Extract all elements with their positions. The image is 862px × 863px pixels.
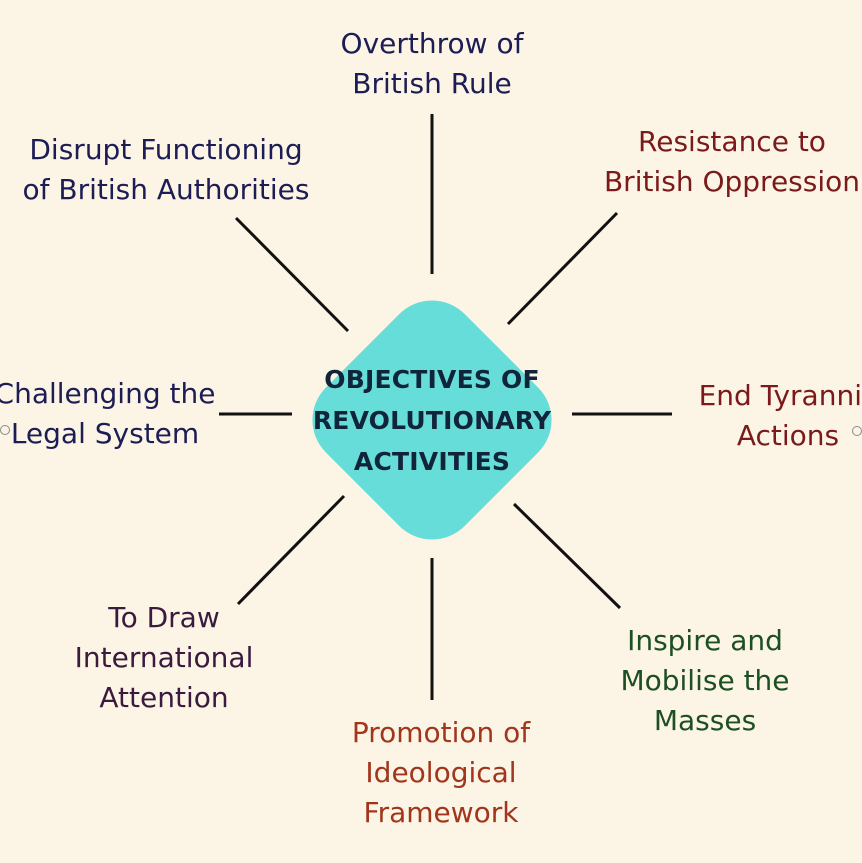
objective-bottom-right-line-1: Inspire and [627,624,783,657]
connector-bottom-left [236,494,346,606]
objective-right-line-2: Actions [736,419,840,452]
objective-right: End Tyrannic Actions [678,376,862,456]
objective-top-line-1: Overthrow of [340,27,524,60]
objective-bottom-right-line-3: Masses [653,704,757,737]
objective-bottom-left-line-3: Attention [99,681,229,714]
objective-bottom-line-3: Framework [363,796,519,829]
objective-top-right-line-1: Resistance to [638,125,826,158]
objective-right-line-1: End Tyrannic [698,379,862,412]
objective-top: Overthrow of British Rule [312,24,552,104]
connector-bottom-right [512,502,622,610]
objective-left: Challenging the Legal System [0,374,230,454]
left-edge-dot-icon [0,425,10,435]
central-topic-line-3: ACTIVITIES [353,446,511,476]
objective-top-right-line-2: British Oppression [603,165,861,198]
objective-bottom-line-2: Ideological [365,756,517,789]
central-topic-line-1: OBJECTIVES OF [324,364,540,394]
objective-bottom-line-1: Promotion of [351,716,531,749]
objective-bottom: Promotion of Ideological Framework [321,713,561,833]
central-topic-node: OBJECTIVES OF REVOLUTIONARY ACTIVITIES [293,281,571,559]
central-topic-line-2: REVOLUTIONARY [312,405,552,435]
connector-top-left [234,216,350,333]
objective-top-left-line-2: of British Authorities [22,173,310,206]
objective-left-line-2: Legal System [10,417,200,450]
connector-top-right [506,211,619,326]
objective-top-right: Resistance to British Oppression [582,122,862,202]
right-edge-dot-icon [852,426,862,436]
objective-bottom-right-line-2: Mobilise the [620,664,790,697]
objective-bottom-right: Inspire and Mobilise the Masses [595,621,815,741]
objective-top-left-line-1: Disrupt Functioning [29,133,303,166]
objective-top-left: Disrupt Functioning of British Authoriti… [6,130,326,210]
objective-left-line-1: Challenging the [0,377,216,410]
objective-bottom-left-line-1: To Draw [108,601,220,634]
objective-top-line-2: British Rule [352,67,512,100]
objective-bottom-left-line-2: International [74,641,254,674]
central-topic-text: OBJECTIVES OF REVOLUTIONARY ACTIVITIES [294,282,570,558]
objective-bottom-left: To Draw International Attention [54,598,274,718]
